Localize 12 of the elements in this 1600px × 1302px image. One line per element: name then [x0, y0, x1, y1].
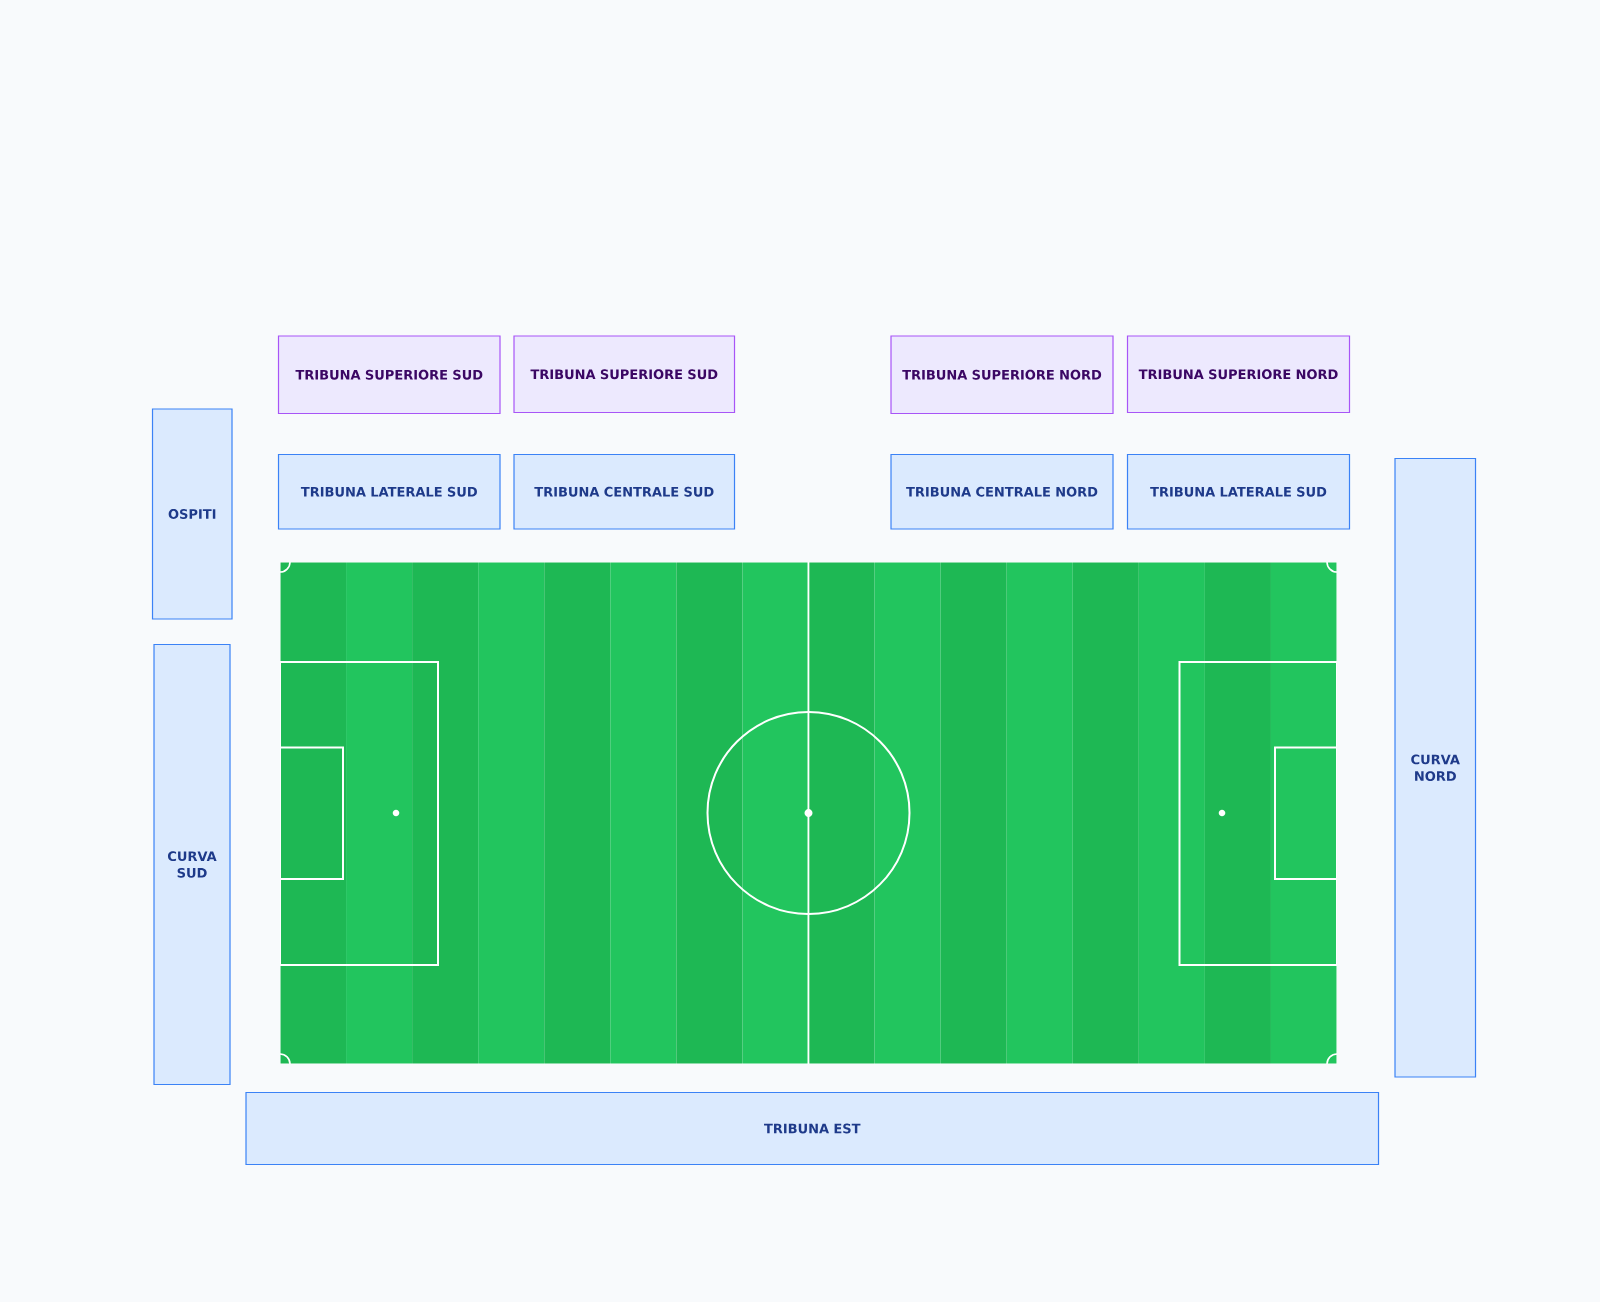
stand-box: TRIBUNA SUPERIORE SUD [513, 335, 736, 414]
stand-box: TRIBUNA SUPERIORE NORD [1126, 335, 1351, 414]
stand-box: TRIBUNA CENTRALE NORD [890, 453, 1114, 530]
stand-box: TRIBUNA LATERALE SUD [1126, 453, 1351, 530]
stand-box: CURVA NORD [1394, 457, 1477, 1078]
stand-box: TRIBUNA CENTRALE SUD [513, 453, 736, 530]
stand-box: CURVA SUD [153, 643, 231, 1086]
stand-box: OSPITI [151, 408, 233, 620]
stand-box: TRIBUNA EST [245, 1091, 1380, 1166]
stand-box: TRIBUNA LATERALE SUD [277, 453, 501, 530]
stand-box: TRIBUNA SUPERIORE SUD [277, 335, 501, 415]
stand-box: TRIBUNA SUPERIORE NORD [890, 335, 1114, 415]
